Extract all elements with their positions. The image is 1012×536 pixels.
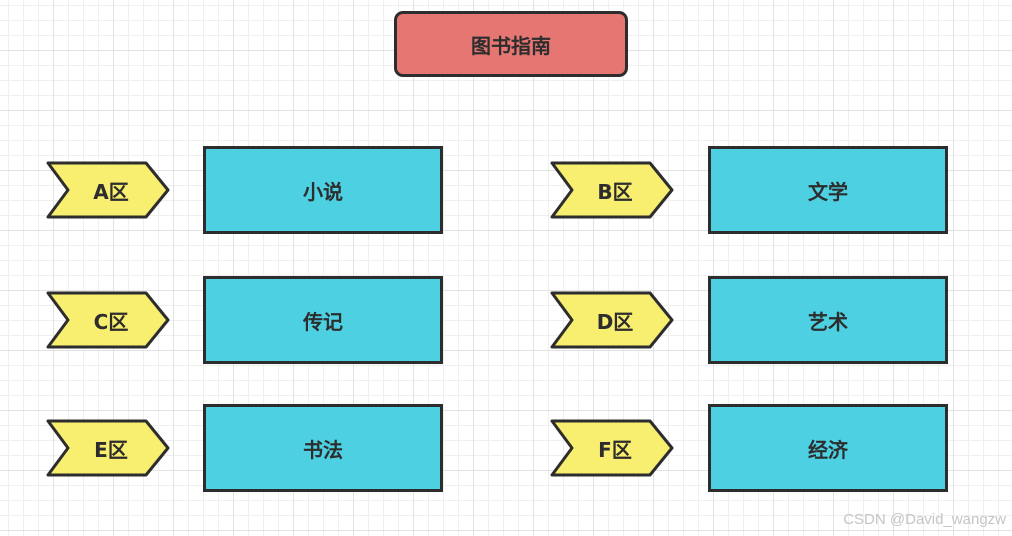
zone-arrow-e: E区 [46, 419, 170, 477]
zone-label: F区 [598, 437, 632, 462]
category-box-biography: 传记 [203, 276, 443, 364]
category-label: 书法 [303, 437, 343, 462]
category-box-art: 艺术 [708, 276, 948, 364]
watermark: CSDN @David_wangzw [843, 511, 1006, 528]
banner-arrow-icon [46, 419, 170, 477]
category-label: 传记 [303, 309, 343, 334]
category-box-economics: 经济 [708, 404, 948, 492]
title-label: 图书指南 [471, 33, 551, 58]
category-box-novel: 小说 [203, 146, 443, 234]
banner-arrow-icon [46, 161, 170, 219]
banner-arrow-icon [550, 419, 674, 477]
zone-label: B区 [597, 179, 633, 204]
zone-label: C区 [93, 309, 129, 334]
zone-label: E区 [94, 437, 128, 462]
zone-label: A区 [93, 179, 129, 204]
zone-arrow-d: D区 [550, 291, 674, 349]
banner-arrow-icon [550, 161, 674, 219]
banner-arrow-icon [46, 291, 170, 349]
category-box-calligraphy: 书法 [203, 404, 443, 492]
category-box-literature: 文学 [708, 146, 948, 234]
zone-arrow-f: F区 [550, 419, 674, 477]
category-label: 文学 [808, 179, 848, 204]
zone-arrow-a: A区 [46, 161, 170, 219]
category-label: 经济 [808, 437, 848, 462]
banner-arrow-icon [550, 291, 674, 349]
zone-arrow-b: B区 [550, 161, 674, 219]
category-label: 艺术 [808, 309, 848, 334]
category-label: 小说 [303, 179, 343, 204]
zone-arrow-c: C区 [46, 291, 170, 349]
zone-label: D区 [596, 309, 634, 334]
title-box: 图书指南 [394, 11, 628, 77]
